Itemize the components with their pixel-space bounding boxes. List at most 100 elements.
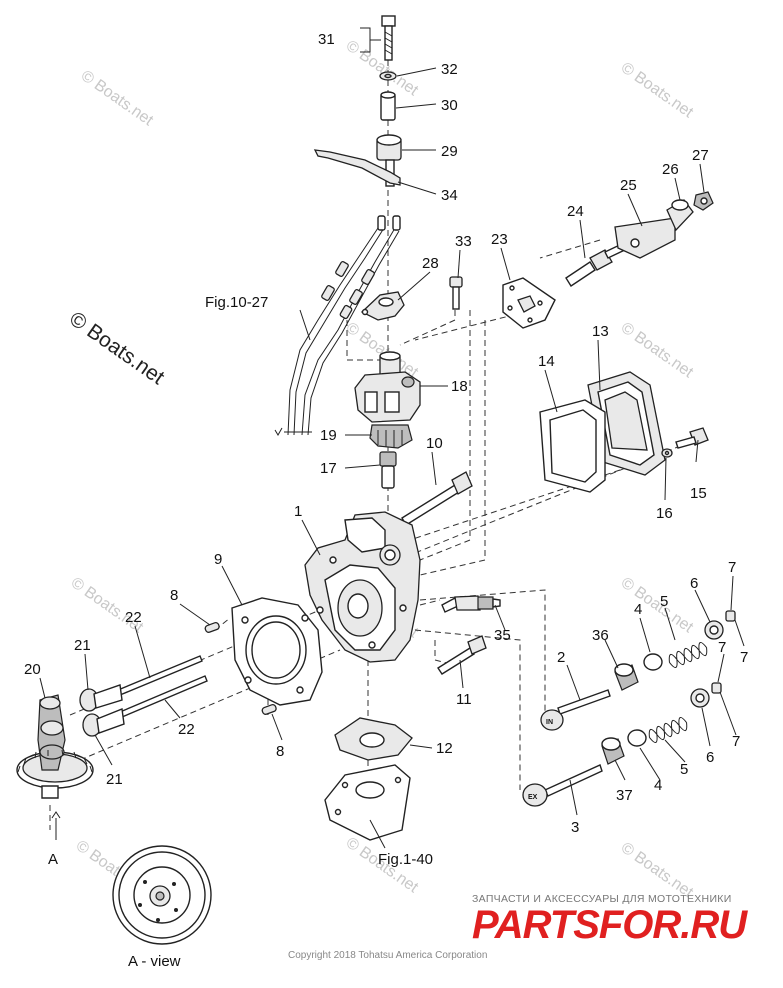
part-label: 3: [571, 819, 579, 836]
washer-part-16: [661, 448, 673, 458]
watermark: © Boats.net: [343, 37, 422, 99]
dowel-pin-part-8: [261, 703, 277, 715]
ref-label-fig-1-40: Fig.1-40: [378, 851, 433, 868]
part-label: 11: [456, 691, 472, 708]
part-label: 19: [320, 427, 337, 444]
spark-plug-part-35: [441, 595, 501, 613]
part-label: 6: [690, 575, 698, 592]
part-label: 7: [728, 559, 736, 576]
watermark: © Boats.net: [618, 59, 697, 121]
part-label: 24: [567, 203, 584, 220]
part-label: 36: [592, 627, 609, 644]
tappet-part-21: [82, 708, 125, 737]
part-label: 23: [491, 231, 508, 248]
valve-seal-part-37: [601, 737, 625, 765]
part-label: 16: [656, 505, 673, 522]
throttle-cables: [274, 215, 401, 436]
part-label: 6: [706, 749, 714, 766]
push-rod-part-22: [117, 655, 208, 718]
valve-cotter-part-7: [725, 610, 736, 622]
spring-retainer-part-6: [695, 693, 705, 703]
a-view-caption: A - view: [128, 953, 181, 970]
part-label: 33: [455, 233, 472, 250]
intake-valve-part-2: [540, 689, 611, 731]
spring-seat-part-4: [643, 653, 663, 671]
part-label: 13: [592, 323, 609, 340]
part-label: 12: [436, 740, 453, 757]
screw-part-33: [449, 276, 463, 310]
part-label: 37: [616, 787, 633, 804]
valve-ex-marking: EX: [528, 794, 538, 801]
part-label: 17: [320, 460, 337, 477]
cap-part-26: [666, 199, 694, 232]
part-label: 4: [654, 777, 662, 794]
bolt-part-31: [381, 15, 396, 61]
bracket-part-25: [614, 217, 676, 259]
part-label: 29: [441, 143, 458, 160]
cam-part-28: [360, 291, 405, 321]
part-label: 18: [451, 378, 468, 395]
gasket-fig-1-40: [324, 764, 411, 841]
valve-spring-part-5: [648, 717, 688, 743]
part-label: 2: [557, 649, 565, 666]
part-label: 22: [125, 609, 142, 626]
copyright-notice: Copyright 2018 Tohatsu America Corporati…: [288, 950, 488, 961]
valve-in-marking: IN: [546, 719, 553, 726]
bolt-part-10: [401, 471, 473, 526]
part-label: 35: [494, 627, 511, 644]
camshaft-part-20: [16, 694, 94, 799]
cover-part-13: [587, 371, 666, 476]
washer-part-32: [379, 71, 397, 81]
valve-spring-part-5: [668, 642, 708, 668]
cylinder-head-part-1: [304, 511, 421, 663]
tappet-part-21: [79, 684, 123, 712]
part-label: 27: [692, 147, 709, 164]
part-label: 22: [178, 721, 195, 738]
watermark: © Boats.net: [68, 574, 147, 636]
watermark: © Boats.net: [78, 67, 157, 129]
shop-watermark: ЗАПЧАСТИ И АКСЕССУАРЫ ДЛЯ МОТОТЕХНИКИ PA…: [472, 893, 772, 945]
part-label: 34: [441, 187, 458, 204]
shop-logo: PARTSFOR.RU: [472, 903, 747, 947]
link-wire-part-34: [313, 149, 401, 186]
part-label: 26: [662, 161, 679, 178]
dowel-pin-part-8: [204, 621, 220, 633]
spring-seat-part-4: [627, 729, 647, 747]
bolt-part-11: [437, 635, 487, 675]
part-label: 15: [690, 485, 707, 502]
valve-cotter-part-7: [711, 682, 722, 694]
gear-part-19: [369, 424, 413, 449]
exhaust-valve-part-3: [522, 764, 603, 807]
plate-part-23: [502, 277, 556, 329]
part-label: 32: [441, 61, 458, 78]
part-label: 7: [718, 639, 726, 656]
spring-retainer-part-6: [709, 625, 719, 635]
part-label: 21: [74, 637, 91, 654]
sensor-part-17: [379, 451, 397, 489]
part-label: 20: [24, 661, 41, 678]
camshaft-gear-a-view: [112, 845, 212, 945]
part-label: 5: [680, 761, 688, 778]
watermark-large: © Boats.net: [65, 307, 168, 389]
valve-seal-part-36: [614, 663, 639, 691]
part-label: 4: [634, 601, 642, 618]
part-label: 7: [732, 733, 740, 750]
bracket-part-18: [354, 351, 421, 423]
part-label: 10: [426, 435, 443, 452]
bolt-part-15: [675, 427, 709, 449]
plate-part-12: [334, 717, 413, 761]
part-label: 25: [620, 177, 637, 194]
part-label: 1: [294, 503, 302, 520]
part-label: 14: [538, 353, 555, 370]
shop-tagline: ЗАПЧАСТИ И АКСЕССУАРЫ ДЛЯ МОТОТЕХНИКИ: [472, 893, 732, 905]
ref-label-fig-10-27: Fig.10-27: [205, 294, 268, 311]
part-label: 21: [106, 771, 123, 788]
part-label: 31: [318, 31, 335, 48]
part-label: 28: [422, 255, 439, 272]
watermark: © Boats.net: [618, 574, 697, 636]
head-gasket-part-9: [231, 597, 323, 706]
part-label: 8: [170, 587, 178, 604]
view-arrow-a-label: A: [48, 851, 58, 868]
